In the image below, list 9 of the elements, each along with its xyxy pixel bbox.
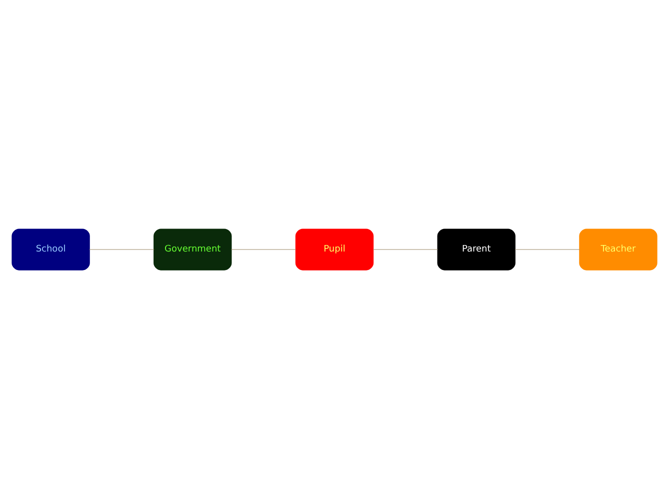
node-box: Pupil <box>295 228 374 270</box>
node-box: Government <box>154 228 232 270</box>
connector <box>514 248 580 250</box>
connector <box>89 248 154 250</box>
node-box: Teacher <box>579 228 658 270</box>
node-box: Parent <box>437 228 516 270</box>
connector <box>230 248 296 250</box>
node-box: School <box>12 228 90 270</box>
connector <box>372 248 438 250</box>
